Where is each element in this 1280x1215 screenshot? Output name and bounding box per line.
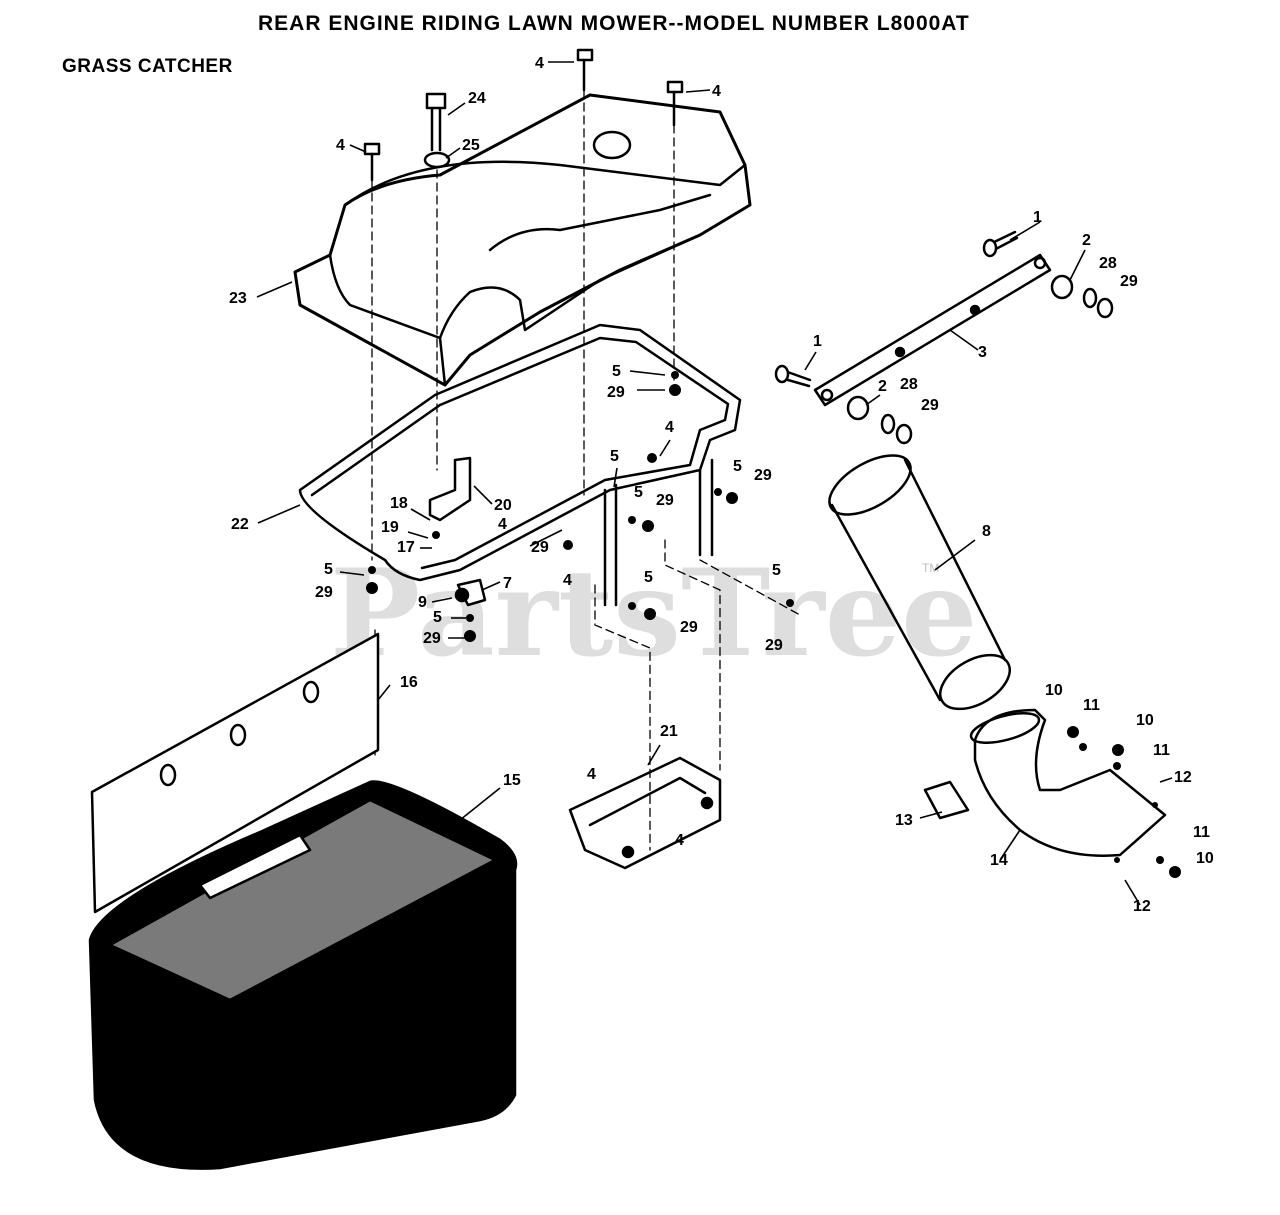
callout-c-29-d: 29 <box>754 467 772 484</box>
callout-c-20: 20 <box>494 497 512 514</box>
callout-c-11-b: 11 <box>1153 742 1170 759</box>
callout-c-22: 22 <box>231 516 249 533</box>
callout-c-7: 7 <box>503 575 512 592</box>
callout-c-8: 8 <box>982 523 991 540</box>
callout-c-29-c: 29 <box>607 384 625 401</box>
callout-c-29-h: 29 <box>680 619 698 636</box>
callout-c-29-i: 29 <box>423 630 441 647</box>
callout-c-18: 18 <box>390 495 408 512</box>
label-13 <box>923 780 970 820</box>
callout-c-29-j: 29 <box>765 637 783 654</box>
callout-c-1-b: 1 <box>813 333 822 350</box>
callout-c-29-b: 29 <box>921 397 939 414</box>
callout-c-21: 21 <box>660 723 678 740</box>
callout-c-3: 3 <box>978 344 987 361</box>
callout-c-2-a: 2 <box>1082 232 1091 249</box>
callout-c-24: 24 <box>468 90 486 107</box>
callout-c-5-h: 5 <box>433 609 442 626</box>
callout-c-5-e: 5 <box>324 561 333 578</box>
bracket-20 <box>428 456 472 522</box>
callout-c-10-b: 10 <box>1136 712 1154 729</box>
callout-c-19: 19 <box>381 519 399 536</box>
callout-c-29-a: 29 <box>1120 273 1138 290</box>
hardware-dots <box>366 371 1181 878</box>
bolt-24 <box>425 92 447 152</box>
callout-c-4-f: 4 <box>563 572 572 589</box>
callout-c-4-c: 4 <box>336 137 345 154</box>
callout-c-9: 9 <box>418 594 427 611</box>
callout-c-29-e: 29 <box>656 492 674 509</box>
wheel-2 <box>846 274 1074 421</box>
callout-c-5-b: 5 <box>610 448 619 465</box>
callout-c-13: 13 <box>895 812 913 829</box>
callout-c-5-a: 5 <box>612 363 621 380</box>
callout-c-28-b: 28 <box>900 376 918 393</box>
callout-c-4-b: 4 <box>712 83 721 100</box>
elbow-14 <box>969 708 1167 857</box>
callout-c-29-f: 29 <box>531 539 549 556</box>
callout-c-16: 16 <box>400 674 418 691</box>
washer-25 <box>423 151 451 169</box>
callout-c-1-a: 1 <box>1033 209 1042 226</box>
callout-c-4-a: 4 <box>535 55 544 72</box>
callout-c-25: 25 <box>462 137 480 154</box>
assembly-guides <box>371 89 801 851</box>
frame-22 <box>298 323 742 607</box>
bolt-1 <box>774 230 1019 388</box>
watermark-tm: TM <box>922 561 939 575</box>
callout-c-14: 14 <box>990 852 1008 869</box>
callout-c-5-g: 5 <box>644 569 653 586</box>
callout-c-17: 17 <box>397 539 415 556</box>
callout-c-12-b: 12 <box>1133 898 1151 915</box>
callout-c-15: 15 <box>503 772 521 789</box>
callout-c-29-g: 29 <box>315 584 333 601</box>
callout-c-4-d: 4 <box>665 419 674 436</box>
callout-c-2-b: 2 <box>878 378 887 395</box>
basket-15 <box>88 780 518 1170</box>
callout-c-10-c: 10 <box>1196 850 1214 867</box>
callout-c-5-f: 5 <box>772 562 781 579</box>
washer-28-nut-29 <box>880 287 1114 445</box>
callout-c-4-e: 4 <box>498 516 507 533</box>
leader-lines <box>256 61 1173 906</box>
callout-c-5-c: 5 <box>733 458 742 475</box>
callout-c-28-a: 28 <box>1099 255 1117 272</box>
callout-c-4-g: 4 <box>587 766 596 783</box>
callout-c-4-h: 4 <box>675 832 684 849</box>
callout-c-23: 23 <box>229 290 247 307</box>
tube-8 <box>828 454 1011 711</box>
diagram-subtitle: GRASS CATCHER <box>62 56 233 77</box>
diagram-title: REAR ENGINE RIDING LAWN MOWER--MODEL NUM… <box>258 12 970 35</box>
callout-c-12-a: 12 <box>1174 769 1192 786</box>
axle-bar-3 <box>813 253 1052 407</box>
callout-c-10-a: 10 <box>1045 682 1063 699</box>
bracket-21 <box>568 756 722 870</box>
bracket-7 <box>454 578 487 607</box>
callout-c-11-a: 11 <box>1083 697 1100 714</box>
cover-23 <box>293 93 752 387</box>
bolt-4-top <box>363 48 684 182</box>
panel-16 <box>90 632 380 914</box>
callout-c-5-d: 5 <box>634 484 643 501</box>
callout-c-11-c: 11 <box>1193 824 1210 841</box>
